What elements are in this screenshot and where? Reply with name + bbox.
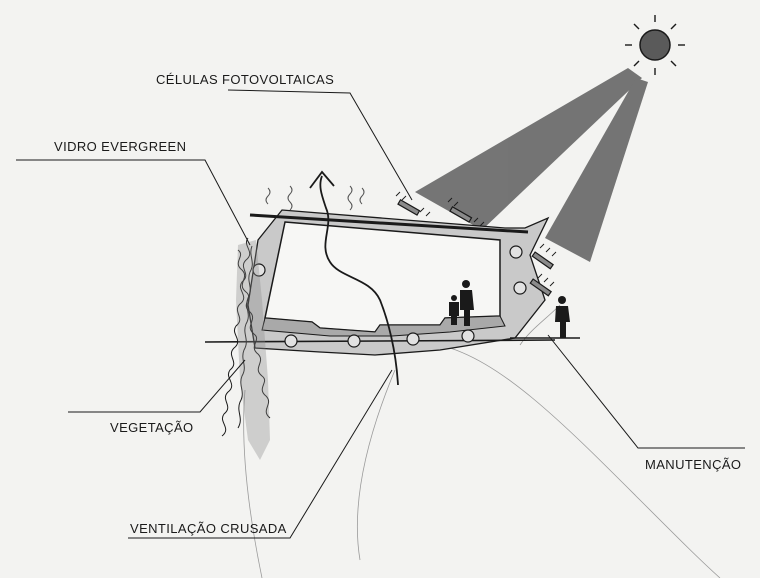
label-celulas-fotovoltaicas: CÉLULAS FOTOVOLTAICAS	[156, 72, 334, 87]
opening-circle	[348, 335, 360, 347]
opening-circle	[407, 333, 419, 345]
opening-circle	[514, 282, 526, 294]
label-vegetacao: VEGETAÇÃO	[110, 420, 194, 435]
opening-circle	[285, 335, 297, 347]
label-ventilacao-crusada: VENTILAÇÃO CRUSADA	[130, 521, 287, 536]
label-manutencao: MANUTENÇÃO	[645, 457, 741, 472]
opening-circle	[510, 246, 522, 258]
opening-circle	[462, 330, 474, 342]
label-vidro-evergreen: VIDRO EVERGREEN	[54, 139, 186, 154]
